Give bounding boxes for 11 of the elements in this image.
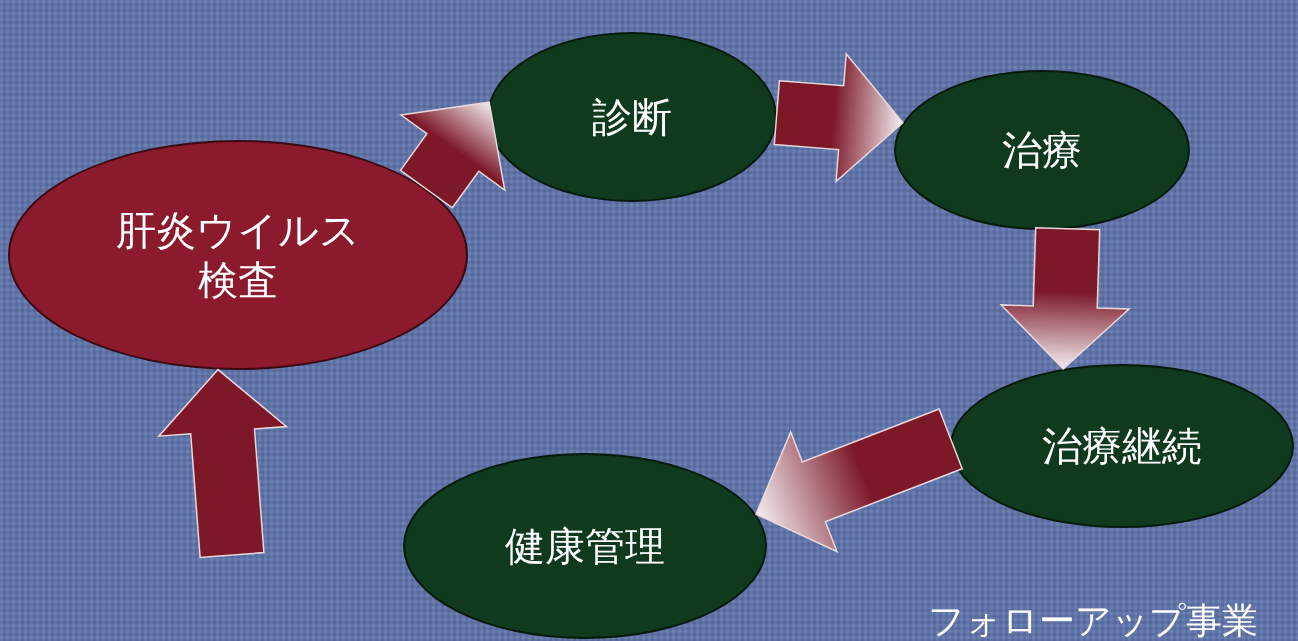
- node-label: 肝炎ウイルス検査: [115, 206, 361, 305]
- node-label: 治療継続: [1042, 422, 1202, 471]
- node-label: 治療: [1002, 126, 1082, 175]
- block-arrow: [999, 227, 1131, 370]
- footer-label: フォローアップ事業: [928, 603, 1258, 639]
- block-arrow: [755, 408, 964, 553]
- node-label: 診断: [592, 93, 672, 142]
- block-arrow: [157, 368, 289, 559]
- block-arrow: [773, 52, 904, 184]
- block-arrow: [399, 101, 506, 209]
- node-label: 健康管理: [505, 522, 665, 571]
